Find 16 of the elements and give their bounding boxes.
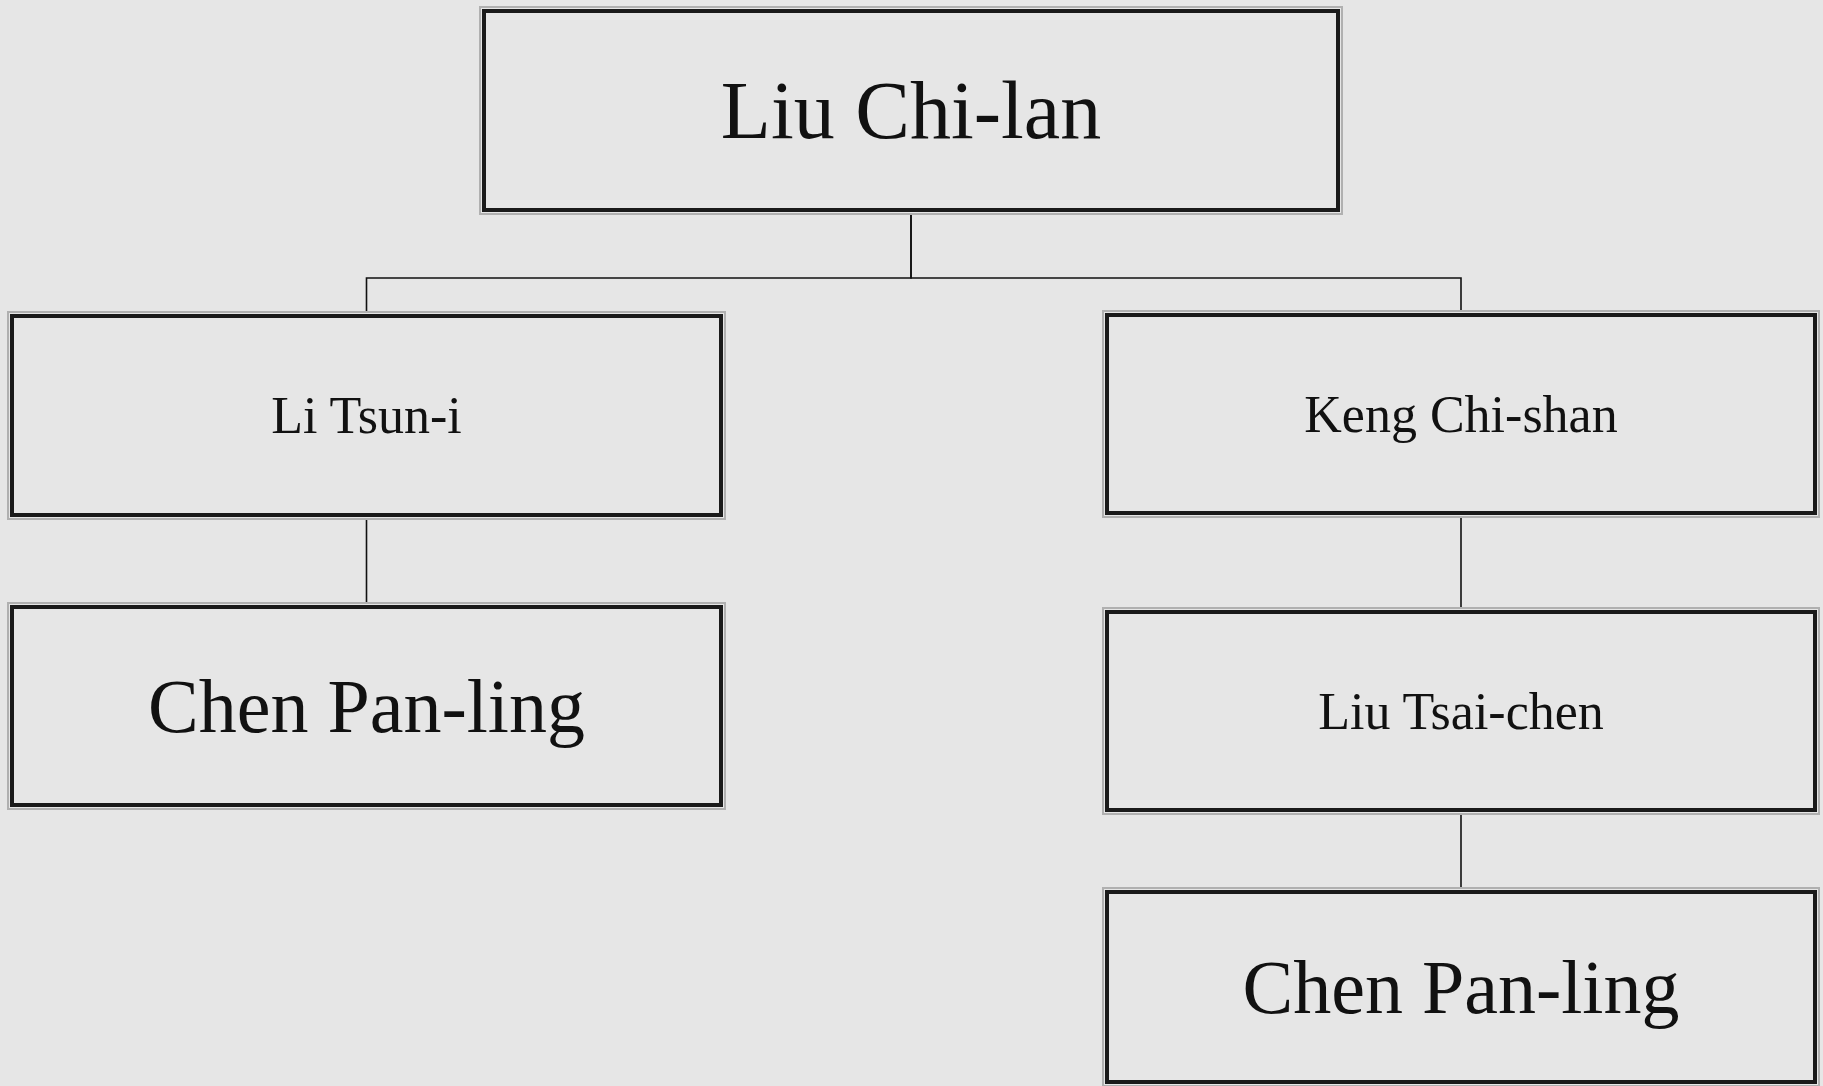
connector-line — [910, 213, 1462, 312]
person-name: Chen Pan-ling — [1242, 943, 1680, 1031]
person-name: Keng Chi-shan — [1304, 384, 1618, 444]
person-name: Chen Pan-ling — [148, 662, 585, 750]
name-box — [1105, 313, 1817, 515]
connector-line — [365, 518, 368, 604]
name-box — [1105, 610, 1817, 812]
connector-line — [1460, 516, 1462, 609]
name-box — [482, 9, 1340, 212]
name-box — [10, 605, 723, 807]
person-name: Liu Chi-lan — [720, 63, 1102, 158]
name-box — [10, 314, 723, 517]
name-box — [1105, 890, 1817, 1084]
person-name: Liu Tsai-chen — [1318, 681, 1604, 741]
person-name: Li Tsun-i — [271, 386, 462, 445]
connector-line — [1460, 813, 1462, 889]
